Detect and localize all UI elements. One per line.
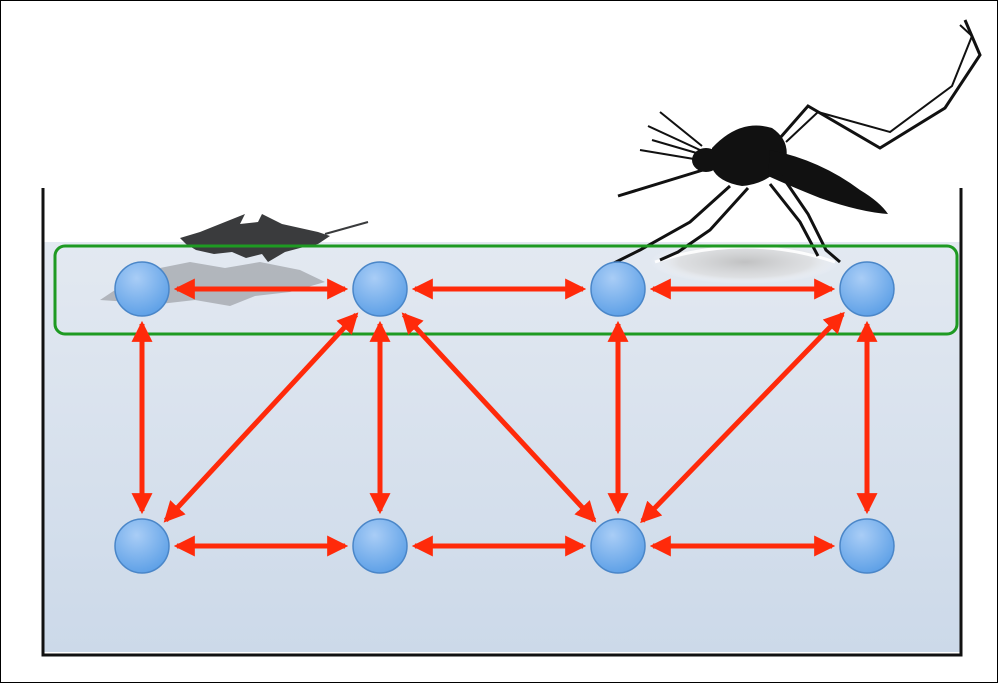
node-n3	[591, 262, 645, 316]
node-n1	[115, 262, 169, 316]
node-n2	[353, 262, 407, 316]
node-n6	[353, 519, 407, 573]
mosquito-icon	[612, 20, 980, 264]
node-n8	[840, 519, 894, 573]
node-n5	[115, 519, 169, 573]
node-n7	[591, 519, 645, 573]
node-n4	[840, 262, 894, 316]
water-body	[43, 242, 961, 652]
